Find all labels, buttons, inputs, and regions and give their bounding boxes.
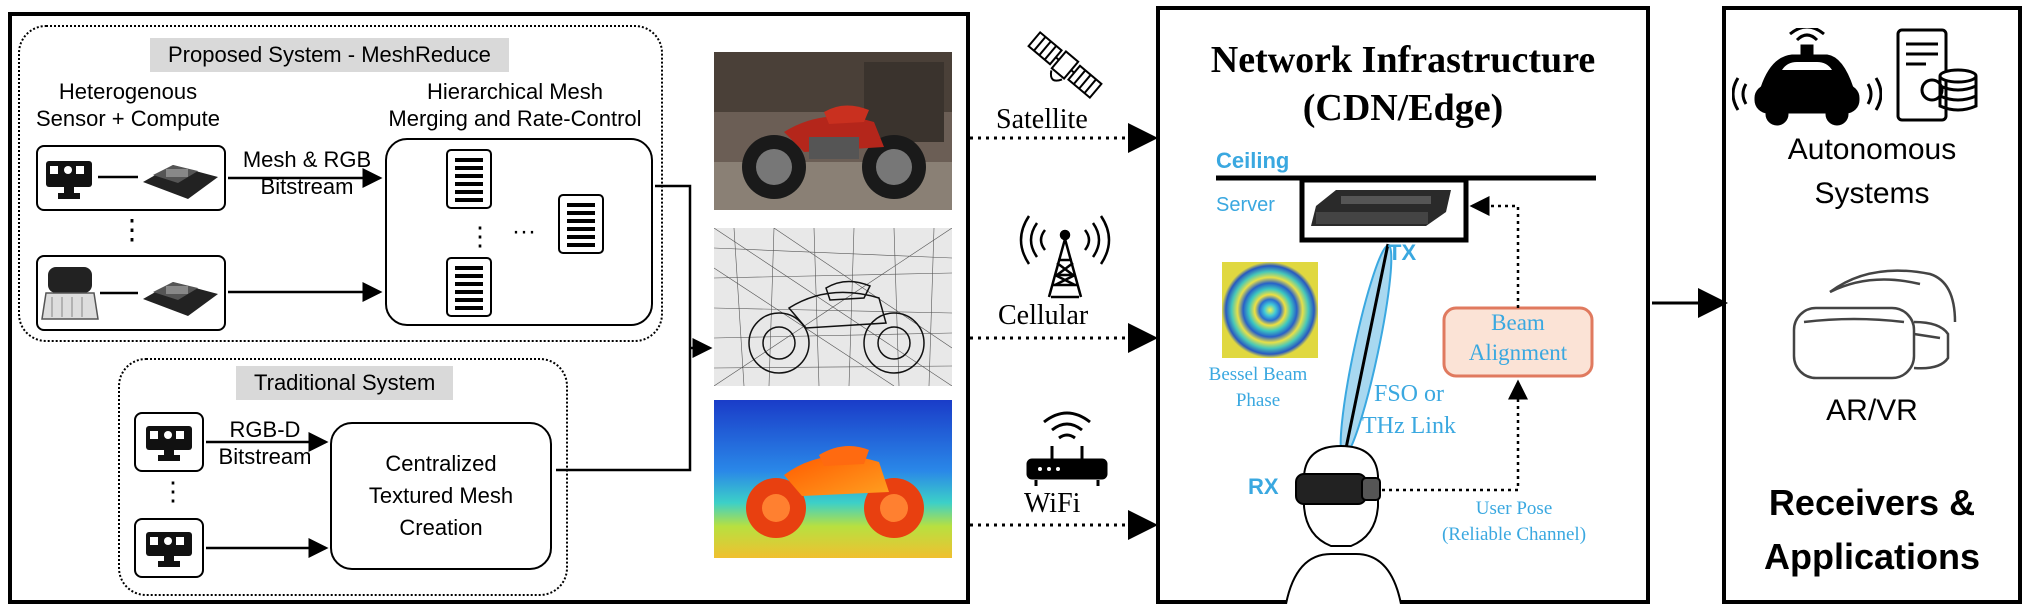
wifi-label: WiFi	[1024, 488, 1081, 519]
tx-label: TX	[1388, 240, 1417, 265]
server-rack-icon	[446, 149, 492, 209]
left-panel	[8, 12, 970, 604]
sensor-heading: Heterogenous Sensor + Compute	[35, 79, 221, 131]
server-mount	[1299, 177, 1469, 243]
beam-alignment-label: Beam Alignment	[1468, 310, 1568, 365]
vr-headset-icon	[1790, 262, 1960, 392]
user-headset-icon	[1285, 444, 1402, 604]
svg-text:⋮: ⋮	[467, 221, 493, 251]
arvr-label: AR/VR	[1826, 394, 1918, 427]
network-diagram	[1216, 175, 1596, 604]
wifi-router-icon	[1022, 408, 1112, 488]
network-to-receivers-arrow	[1652, 288, 1728, 318]
edge-server-icon	[1311, 190, 1451, 226]
camera-ellipsis: ⋮	[160, 476, 186, 506]
server-database-icon	[1892, 26, 1982, 126]
mesh-bitstream-label: Mesh & RGB Bitstream	[242, 147, 372, 199]
merge-heading: Hierarchical Mesh Merging and Rate-Contr…	[388, 79, 642, 131]
rx-label: RX	[1248, 474, 1279, 499]
fso-label: FSO or THz Link	[1362, 381, 1456, 439]
bessel-label: Bessel Beam Phase	[1208, 364, 1308, 411]
satellite-icon	[1020, 28, 1110, 103]
rgbd-camera-1	[134, 412, 204, 472]
proposed-system-title: Proposed System - MeshReduce	[150, 38, 509, 72]
depth-camera-icon	[146, 532, 192, 567]
centralized-mesh-label: Centralized Textured Mesh Creation	[368, 451, 514, 540]
server-label: Server	[1216, 194, 1275, 216]
network-title: Network Infrastructure (CDN/Edge)	[1210, 39, 1596, 129]
receivers-footer: Receivers & Applications	[1763, 482, 1981, 577]
bessel-beam-image	[1222, 262, 1318, 358]
link-arrows	[970, 123, 1158, 540]
cellular-label: Cellular	[998, 300, 1089, 331]
traditional-system-box	[118, 358, 568, 596]
centralized-mesh-box: Centralized Textured Mesh Creation	[330, 422, 552, 570]
depth-camera-icon	[146, 426, 192, 461]
user-pose-label: User Pose (Reliable Channel)	[1441, 498, 1587, 545]
cell-tower-icon	[1015, 205, 1115, 300]
jetson-board-icon	[143, 165, 218, 199]
autonomous-label: Autonomous Systems	[1787, 133, 1957, 210]
receivers-panel	[1722, 6, 2022, 604]
proposed-system-box	[18, 25, 663, 342]
autonomous-car-icon	[1731, 25, 1883, 128]
ceiling-label: Ceiling	[1216, 148, 1290, 173]
mesh-wireframe-photo	[714, 228, 952, 386]
rgbd-camera-2	[134, 518, 204, 578]
satellite-label: Satellite	[996, 104, 1088, 135]
sensor-ellipsis: ⋮	[118, 214, 146, 245]
network-panel	[1156, 6, 1650, 604]
motorcycle-photo	[714, 52, 952, 210]
jetson-board-icon	[143, 282, 218, 316]
depth-camera-box	[36, 145, 226, 211]
depth-camera-icon	[46, 161, 218, 199]
lidar-box	[36, 255, 226, 331]
rgbd-bitstream-label: RGB-D Bitstream	[218, 417, 312, 469]
lidar-icon	[41, 267, 218, 320]
server-rack-icon	[558, 194, 604, 254]
depth-map-photo	[714, 400, 952, 558]
merge-ellipsis: ···	[512, 218, 536, 245]
traditional-system-title: Traditional System	[236, 366, 454, 400]
server-rack-icon	[446, 257, 492, 317]
